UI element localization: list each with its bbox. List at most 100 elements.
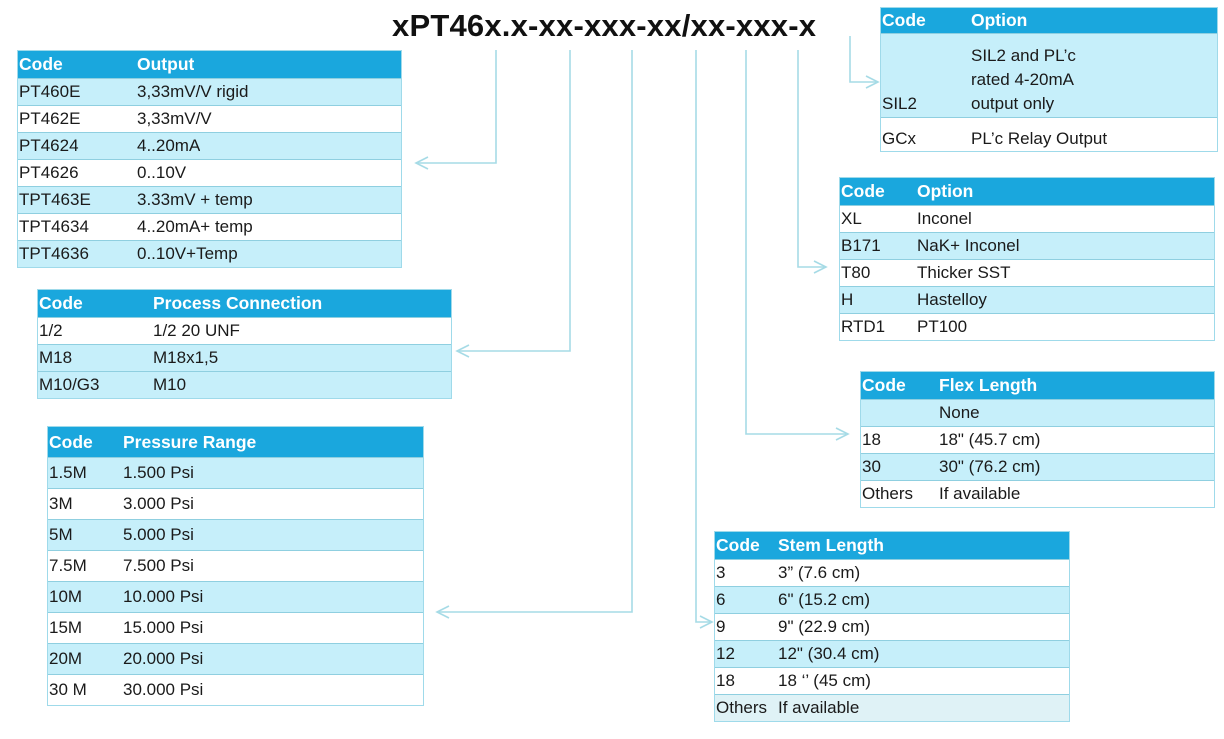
code-cell: 9 bbox=[716, 617, 726, 636]
flex-length-table: Code Flex Length None 18 18" (45.7 cm) 30… bbox=[860, 371, 1215, 508]
table-row: T80 Thicker SST bbox=[840, 259, 1214, 286]
table-row: GCx PL’c Relay Output bbox=[881, 117, 1217, 151]
value-cell: 3,33mV/V bbox=[137, 109, 212, 128]
table-row: 15M 15.000 Psi bbox=[48, 612, 423, 643]
code-cell: PT462E bbox=[19, 109, 81, 128]
value-cell: NaK+ Inconel bbox=[917, 236, 1020, 255]
header-code: Code bbox=[49, 431, 93, 452]
table-header: Code Option bbox=[840, 178, 1214, 205]
value-cell: 10.000 Psi bbox=[123, 587, 204, 606]
code-cell: 30 bbox=[862, 457, 881, 476]
code-cell: 7.5M bbox=[49, 556, 87, 575]
value-cell: PT100 bbox=[917, 317, 968, 336]
connector-process bbox=[457, 50, 571, 352]
code-cell: 18 bbox=[862, 430, 881, 449]
part-number-pattern: x.x-xx-xxx-xx/xx-xxx-x bbox=[484, 8, 817, 43]
value-cell: 4..20mA bbox=[137, 136, 201, 155]
part-number-title: xPT46x.x-xx-xxx-xx/xx-xxx-x bbox=[392, 4, 816, 48]
table-row: Others If available bbox=[715, 694, 1069, 721]
table-row: 6 6" (15.2 cm) bbox=[715, 586, 1069, 613]
output-table: Code Output PT460E 3,33mV/V rigid PT462E 3… bbox=[17, 50, 402, 268]
value-cell: 6" (15.2 cm) bbox=[778, 590, 871, 609]
code-cell: TPT4636 bbox=[19, 244, 89, 263]
code-cell: PT460E bbox=[19, 82, 81, 101]
part-number-prefix: xPT46 bbox=[392, 8, 485, 43]
code-cell: PT4626 bbox=[19, 163, 79, 182]
value-cell: 18" (45.7 cm) bbox=[939, 430, 1041, 449]
table-row: None bbox=[861, 399, 1214, 426]
value-cell: 1/2 20 UNF bbox=[153, 321, 240, 340]
value-cell: 30.000 Psi bbox=[123, 680, 204, 699]
code-cell: M18 bbox=[39, 348, 73, 367]
code-cell: XL bbox=[841, 209, 862, 228]
table-row: XL Inconel bbox=[840, 205, 1214, 232]
code-cell: 30 M bbox=[49, 680, 87, 699]
code-cell: 15M bbox=[49, 618, 83, 637]
table-header: Code Output bbox=[18, 51, 401, 78]
value-cell: Inconel bbox=[917, 209, 972, 228]
table-row: RTD1 PT100 bbox=[840, 313, 1214, 340]
header-process-connection: Process Connection bbox=[153, 293, 323, 313]
table-header: Code Pressure Range bbox=[48, 427, 423, 457]
table-row: SIL2 SIL2 and PL’c rated 4-20mA output o… bbox=[881, 33, 1217, 117]
value-cell: If available bbox=[939, 484, 1021, 503]
value-cell: M18x1,5 bbox=[153, 348, 219, 367]
table-row: 7.5M 7.500 Psi bbox=[48, 550, 423, 581]
table-header: Code Flex Length bbox=[861, 372, 1214, 399]
code-cell: Others bbox=[716, 698, 768, 717]
code-cell: SIL2 bbox=[882, 94, 917, 113]
value-cell: If available bbox=[778, 698, 860, 717]
code-cell: 12 bbox=[716, 644, 735, 663]
connector-pressure bbox=[437, 50, 633, 613]
code-cell: PT4624 bbox=[19, 136, 79, 155]
connector-sil bbox=[849, 36, 878, 83]
table-row: 9 9" (22.9 cm) bbox=[715, 613, 1069, 640]
header-code: Code bbox=[39, 293, 83, 313]
value-cell: 12" (30.4 cm) bbox=[778, 644, 880, 663]
value-cell: 3.33mV + temp bbox=[137, 190, 253, 209]
connector-flex bbox=[745, 50, 848, 435]
code-cell: 18 bbox=[716, 671, 735, 690]
header-option: Option bbox=[971, 10, 1028, 30]
code-cell: 3M bbox=[49, 494, 73, 513]
table-header: Code Option bbox=[881, 8, 1217, 33]
code-cell: T80 bbox=[841, 263, 871, 282]
value-cell: Hastelloy bbox=[917, 290, 987, 309]
value-cell: 9" (22.9 cm) bbox=[778, 617, 871, 636]
value-cell: 15.000 Psi bbox=[123, 618, 204, 637]
table-row: PT460E 3,33mV/V rigid bbox=[18, 78, 401, 105]
header-code: Code bbox=[19, 54, 63, 74]
connector-material bbox=[797, 50, 826, 268]
value-cell: 3,33mV/V rigid bbox=[137, 82, 249, 101]
code-cell: 20M bbox=[49, 649, 83, 668]
code-cell: RTD1 bbox=[841, 317, 886, 336]
code-cell: 6 bbox=[716, 590, 726, 609]
table-row: 12 12" (30.4 cm) bbox=[715, 640, 1069, 667]
connector-output bbox=[416, 50, 497, 164]
code-cell: TPT463E bbox=[19, 190, 91, 209]
header-code: Code bbox=[841, 181, 885, 201]
table-row: M18 M18x1,5 bbox=[38, 344, 451, 371]
sil-option-table: Code Option SIL2 SIL2 and PL’c rated 4-2… bbox=[880, 7, 1218, 152]
header-pressure-range: Pressure Range bbox=[123, 431, 257, 452]
header-output: Output bbox=[137, 54, 195, 74]
value-cell: 7.500 Psi bbox=[123, 556, 194, 575]
table-row: PT4624 4..20mA bbox=[18, 132, 401, 159]
value-cell: 20.000 Psi bbox=[123, 649, 204, 668]
table-header: Code Process Connection bbox=[38, 290, 451, 317]
value-cell: Thicker SST bbox=[917, 263, 1011, 282]
header-code: Code bbox=[862, 375, 906, 395]
value-cell: 4..20mA+ temp bbox=[137, 217, 253, 236]
value-cell: 3” (7.6 cm) bbox=[778, 563, 861, 582]
